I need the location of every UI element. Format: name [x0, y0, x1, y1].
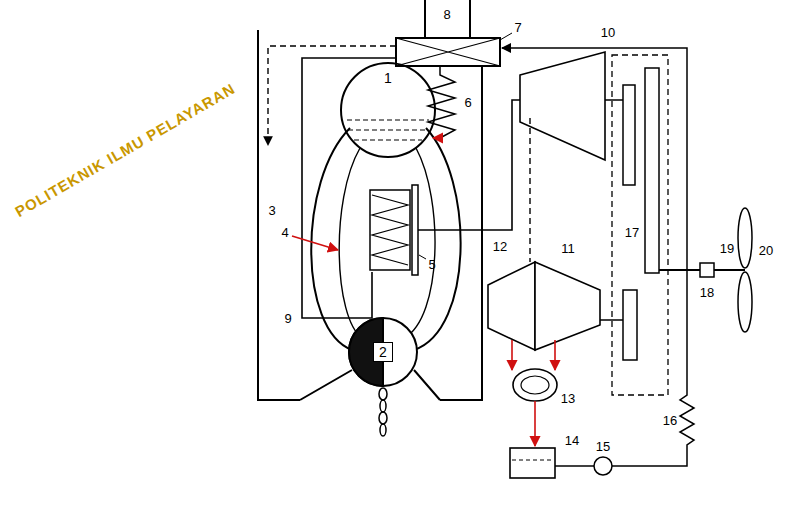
steam-drum: 1: [340, 62, 436, 158]
water-level: [347, 120, 429, 140]
exhaust-arrow: [511, 340, 513, 370]
downcomer-tube: [311, 128, 352, 350]
propeller-blade: [738, 208, 752, 268]
pinion: [623, 85, 635, 185]
crossover-line: [529, 118, 530, 262]
condenser-inner: [521, 376, 549, 394]
feed-line: [555, 465, 594, 467]
exhaust-arrow: [554, 340, 556, 370]
flow-arrow: [433, 137, 440, 139]
callout-number: 19: [720, 241, 734, 256]
callout-number: 20: [759, 243, 773, 258]
condenser: [513, 369, 557, 401]
callout-number: 7: [514, 20, 521, 35]
thrust-block: [700, 263, 714, 277]
pointer-arrow: [292, 236, 338, 250]
feed-pump: [594, 457, 612, 475]
callout-number: 4: [281, 225, 288, 240]
gearbox: [612, 55, 668, 395]
callout-number: 1: [384, 70, 392, 86]
callout-number: 18: [700, 285, 714, 300]
callout-number: 12: [493, 239, 507, 254]
callout-number: 9: [284, 311, 291, 326]
desuperheater-coil: [428, 66, 455, 138]
propeller-blade: [738, 272, 752, 332]
callout-number: 11: [561, 241, 575, 256]
lp-turbine: [535, 262, 600, 350]
water-drum: [349, 318, 417, 386]
watermark-text: POLITEKNIK ILMU PELAYARAN: [12, 81, 237, 220]
superheater-header: [412, 185, 418, 275]
condensate-line: [534, 401, 536, 446]
funnel: [425, 0, 470, 38]
shaft: [600, 100, 623, 320]
callout-number: 14: [565, 433, 579, 448]
economizer-cross: [396, 38, 500, 66]
callout-number: 2: [379, 344, 387, 360]
feed-line: [502, 48, 694, 466]
callout-number: 17: [625, 225, 639, 240]
callout-number: 8: [443, 7, 450, 22]
boiler-casing: [258, 30, 300, 400]
hotwell-level: [512, 460, 553, 461]
riser-tube: [404, 148, 435, 338]
main-gear: [645, 68, 659, 273]
leader-line: [419, 255, 426, 259]
downcomer-tube: [414, 128, 461, 350]
hp-turbine: [520, 52, 605, 160]
callout-number: 15: [596, 439, 610, 454]
callout-number: 10: [601, 25, 615, 40]
feed-pipe: [302, 58, 396, 318]
hotwell: [510, 448, 555, 478]
steam-line: [418, 100, 520, 230]
chain: [379, 388, 387, 436]
callout-number: 13: [561, 391, 575, 406]
callout-number: 16: [663, 413, 677, 428]
superheater-coil: [372, 195, 408, 265]
astern-turbine: [488, 262, 535, 350]
water-drum-marker: 2: [373, 342, 393, 362]
callout-number: 3: [268, 203, 275, 218]
callout-number: 6: [464, 95, 471, 110]
leader-line: [500, 33, 512, 40]
callout-number: 5: [428, 257, 435, 272]
pinion: [623, 290, 637, 360]
riser-tube: [339, 148, 362, 338]
superheater: [370, 190, 410, 270]
economizer: [396, 38, 500, 66]
